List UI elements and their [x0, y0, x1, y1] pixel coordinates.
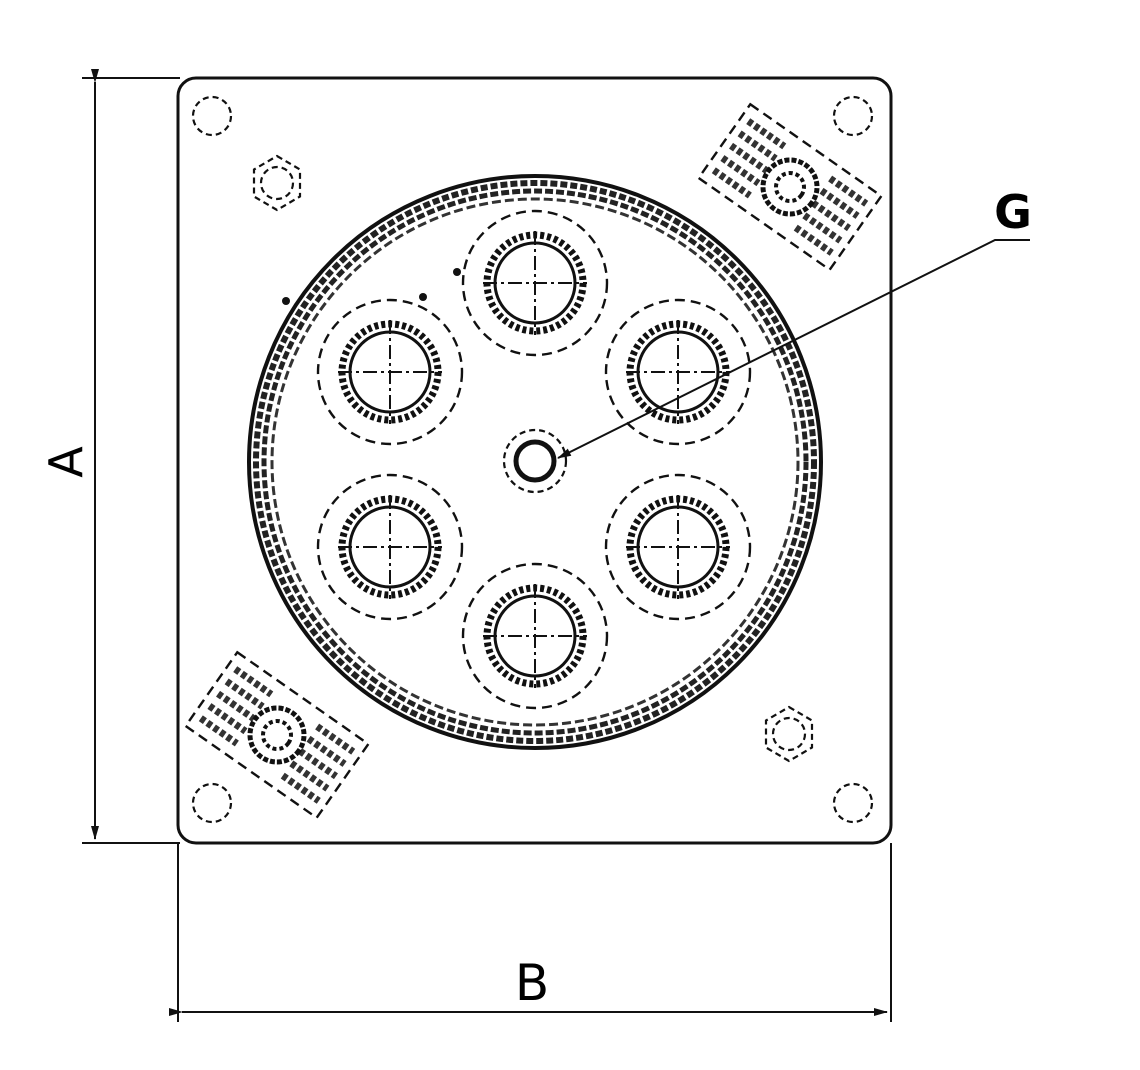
dimension-b-label: B — [515, 954, 549, 1012]
mounting-hole-icon — [191, 95, 233, 137]
contact-bottom — [463, 564, 607, 708]
center-pin — [502, 428, 568, 494]
dimension-b: B — [169, 843, 892, 1022]
contacts — [318, 211, 750, 708]
callout-g: G — [557, 185, 1032, 459]
contact-top — [463, 211, 607, 355]
mounting-hole-icon — [191, 782, 233, 824]
hex-nut-icon — [764, 705, 814, 763]
mounting-hole-icon — [832, 95, 874, 137]
dimension-a-label: A — [39, 446, 93, 478]
contact-lower-left — [318, 475, 462, 619]
main-insert — [247, 174, 823, 750]
mounting-holes — [191, 95, 874, 824]
ground-block-top-right — [699, 104, 882, 269]
contact-upper-left — [318, 300, 462, 444]
contact-lower-right — [606, 475, 750, 619]
mounting-hole-icon — [832, 782, 874, 824]
hex-nut-icon — [252, 154, 302, 212]
flange-plate — [176, 76, 893, 845]
ground-block-bottom-left — [186, 652, 369, 817]
dimension-a: A — [39, 69, 180, 844]
callout-g-label: G — [994, 185, 1032, 239]
